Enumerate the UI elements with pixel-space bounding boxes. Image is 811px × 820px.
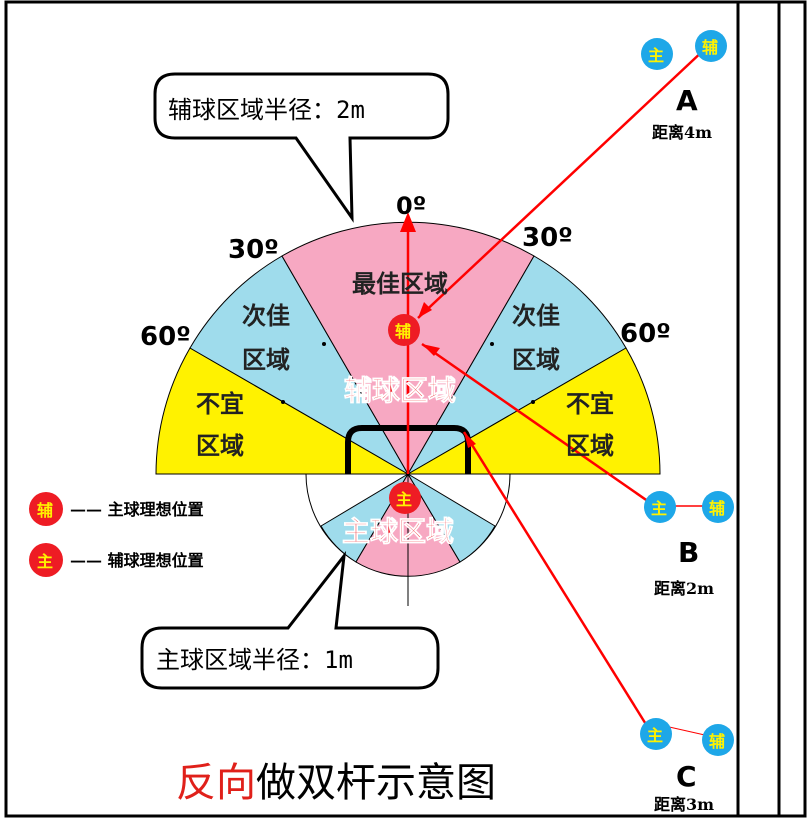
callout-main-bubble xyxy=(140,550,440,690)
boundary-dot xyxy=(322,342,326,346)
arrowhead-up xyxy=(400,212,416,232)
callout-assist-bubble xyxy=(153,72,450,223)
callout-assist-text: 辅球区域半径：2m xyxy=(168,96,365,124)
zone-second-left xyxy=(189,255,410,476)
zone-second-right xyxy=(406,255,627,476)
assist-ball-ideal: 辅 xyxy=(388,314,420,346)
legend-ball-2 xyxy=(29,543,63,577)
position-b-distance: 距离2m xyxy=(654,579,714,598)
position-c-label: C xyxy=(676,760,697,793)
position-c-distance: 距离3m xyxy=(654,795,714,814)
legend: 辅 —— 主球理想位置 主 —— 辅球理想位置 xyxy=(29,492,204,577)
aim-line-c xyxy=(462,431,654,735)
ball-circle xyxy=(388,314,420,346)
arrowheads xyxy=(400,212,476,448)
position-b-label: B xyxy=(678,536,699,569)
position-a-distance: 距离4m xyxy=(652,123,712,142)
boundary-dot xyxy=(281,400,285,404)
main-zone-blue-right xyxy=(407,473,496,563)
assist-ball-c xyxy=(702,724,734,756)
boundary-dot xyxy=(490,342,494,346)
legend-item-2: —— 辅球理想位置 xyxy=(70,551,204,570)
main-ball-a xyxy=(641,38,673,70)
legend-item-1: —— 主球理想位置 xyxy=(70,500,204,519)
title-red-part: 反向 xyxy=(176,760,256,806)
legend-ball-1 xyxy=(29,492,63,526)
assist-ball-char: 辅 xyxy=(395,322,411,341)
callout-main-text: 主球区域半径：1m xyxy=(156,646,353,674)
boundary-dot xyxy=(531,400,535,404)
angle-30-left-label: 30º xyxy=(228,235,279,265)
assist-area-label: 辅球区域 xyxy=(344,374,456,407)
assist-ball-b-char: 辅 xyxy=(709,499,725,518)
assist-ball-a-char: 辅 xyxy=(702,38,718,57)
angle-60-right-label: 60º xyxy=(620,319,671,349)
zone-second-left-label-2: 区域 xyxy=(242,346,290,374)
position-b: 主 辅 B 距离2m xyxy=(644,491,734,598)
main-area-label: 主球区域 xyxy=(342,515,454,548)
position-a: 主 辅 A 距离4m xyxy=(641,30,727,142)
main-ball-a-char: 主 xyxy=(648,46,664,65)
assist-ball-c-char: 辅 xyxy=(709,732,725,751)
main-ball-ideal: 主 xyxy=(389,482,421,514)
position-a-label: A xyxy=(676,84,698,117)
aim-line-b xyxy=(421,342,653,506)
zone-second-left-label-1: 次佳 xyxy=(242,302,290,330)
ball-circle xyxy=(389,482,421,514)
zone-second-right-label-1: 次佳 xyxy=(512,302,560,330)
angle-60-left-label: 60º xyxy=(140,322,191,352)
legend-ball-2-char: 主 xyxy=(37,552,53,571)
main-ball-b xyxy=(644,491,676,523)
assist-ball-b xyxy=(702,491,734,523)
legend-ball-1-char: 辅 xyxy=(37,501,53,520)
page-title: 反向做双杆示意图 xyxy=(176,760,496,806)
outer-frame xyxy=(4,0,807,818)
zone-unsuitable-right-label-2: 区域 xyxy=(566,432,614,460)
main-ball-char: 主 xyxy=(396,490,412,509)
angle-0-label: 0º xyxy=(396,192,426,220)
zone-unsuitable-left-label-2: 区域 xyxy=(196,432,244,460)
position-c: 主 辅 C 距离3m xyxy=(640,718,734,814)
title-black-part: 做双杆示意图 xyxy=(256,760,496,806)
arrowhead-c xyxy=(464,432,476,448)
main-ball-c-char: 主 xyxy=(647,726,663,745)
arrowhead-b xyxy=(422,344,440,356)
zone-best-label: 最佳区域 xyxy=(352,270,448,298)
zone-second-right-label-2: 区域 xyxy=(512,346,560,374)
aim-line-a xyxy=(417,47,707,319)
angle-30-right-label: 30º xyxy=(522,223,573,253)
assist-ball-a xyxy=(695,30,727,62)
main-ball-c xyxy=(640,718,672,750)
main-ball-b-char: 主 xyxy=(651,499,667,518)
arrowhead-a xyxy=(418,302,432,318)
zone-unsuitable-left-label-1: 不宜 xyxy=(196,390,244,418)
zone-unsuitable-right-label-1: 不宜 xyxy=(566,390,614,418)
